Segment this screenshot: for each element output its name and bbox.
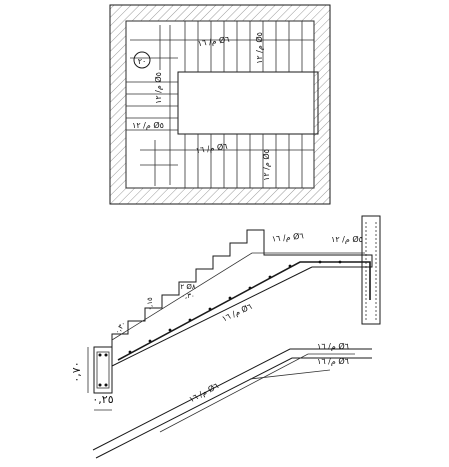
stair-steps-profile — [111, 229, 312, 347]
flight-main-bar — [117, 261, 371, 361]
plan-label-top-right: م/ ١٢ Ø٥ — [254, 32, 264, 64]
plan-left-flight-treads — [126, 81, 178, 131]
plan-inner-boundary — [125, 20, 315, 189]
plan-label-top-left: م/ ١٦ Ø٦ — [197, 34, 230, 48]
lower-slab-long-label: م/ ١٦ Ø٦ — [187, 380, 220, 404]
lower-nosing-label: ٠,٣٠ — [113, 320, 127, 336]
distribution-bars — [128, 260, 342, 354]
upper-column-rebar — [365, 222, 377, 320]
beam-width-label: ٠,٢٥ — [92, 393, 113, 406]
lower-slab-outline-inner — [95, 357, 372, 459]
lower-slab-mid-label: م/ ١٦ Ø٦ — [317, 356, 349, 366]
plan-bottom-flight-treads — [184, 134, 303, 188]
plan-label-left-bottom: م/ ١٢ Ø٥ — [132, 120, 164, 130]
lower-beam-rebar — [96, 351, 110, 389]
riser-dim-label: ٠,١٥ — [146, 297, 154, 311]
flight-top-bar — [111, 252, 365, 341]
plan-well — [177, 71, 319, 135]
nosing-label: ٢ Ø٨ — [180, 283, 196, 291]
stair-plan: ٢٠ م/ ١٦ Ø٦ م/ ١٢ Ø٥ م/ ١٢ Ø٥ م/ ١٢ Ø٥ م… — [109, 4, 331, 205]
upper-landing-slab — [312, 254, 373, 268]
plan-label-left-top: م/ ١٢ Ø٥ — [153, 72, 163, 104]
plan-wall — [109, 4, 331, 205]
stair-number: ٢٠ — [138, 57, 147, 66]
lower-slab-outline — [92, 348, 372, 451]
stair-number-circle — [133, 51, 151, 69]
lower-slab-bar-2 — [249, 369, 331, 380]
nosing-sub-label: ٠,٣٠ — [181, 292, 195, 300]
lower-slab-top-label: م/ ١٦ Ø٦ — [317, 341, 349, 351]
stair-soffit — [111, 266, 313, 367]
lower-beam — [93, 346, 113, 394]
top-bar-main-label: م/ ١٦ Ø٦ — [271, 230, 304, 243]
beam-depth-label: ٠,٧٠ — [70, 361, 83, 382]
lower-slab-bar — [159, 353, 355, 433]
plan-reinforcement — [130, 25, 314, 186]
lower-slab-detail: م/ ١٦ Ø٦ م/ ١٦ Ø٦ م/ ١٦ Ø٦ — [92, 341, 372, 459]
upper-column — [361, 215, 381, 325]
plan-label-bottom-right: م/ ١٢ Ø٥ — [261, 149, 271, 181]
stair-section: م/ ١٦ Ø٦ م/ ١٢ Ø٥ ٢ Ø٨ ٠,٣٠ ٠,١٥ م/ ١٦ Ø… — [70, 215, 381, 411]
plan-top-flight-treads — [184, 21, 303, 72]
top-bar-dist-label: م/ ١٢ Ø٥ — [331, 234, 363, 244]
plan-label-bottom-left: م/ ١٦ Ø٦ — [195, 141, 228, 155]
